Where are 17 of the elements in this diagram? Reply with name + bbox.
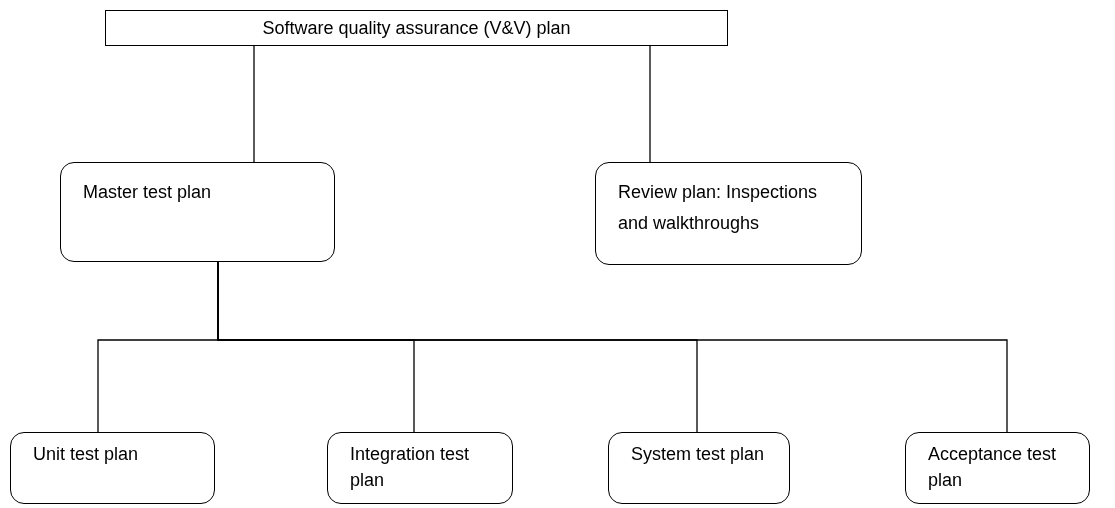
node-label: Integration test plan bbox=[350, 443, 471, 493]
rounded-plan-box bbox=[905, 432, 1090, 504]
connector-line bbox=[253, 45, 255, 163]
node-label: Master test plan bbox=[83, 181, 213, 204]
connector-line bbox=[649, 45, 651, 163]
rounded-plan-box bbox=[327, 432, 513, 504]
node-label: Review plan: Inspections and walkthroughs bbox=[618, 181, 819, 235]
rounded-plan-box bbox=[60, 162, 335, 262]
plan-box bbox=[105, 10, 728, 46]
rounded-plan-box bbox=[595, 162, 862, 265]
node-label: System test plan bbox=[631, 443, 766, 466]
rounded-plan-box bbox=[10, 432, 215, 504]
node-label: Unit test plan bbox=[33, 443, 140, 466]
rounded-plan-box bbox=[608, 432, 790, 504]
node-label: Software quality assurance (V&V) plan bbox=[262, 16, 571, 40]
connector-line bbox=[217, 261, 1008, 433]
node-label: Acceptance test plan bbox=[928, 443, 1058, 493]
